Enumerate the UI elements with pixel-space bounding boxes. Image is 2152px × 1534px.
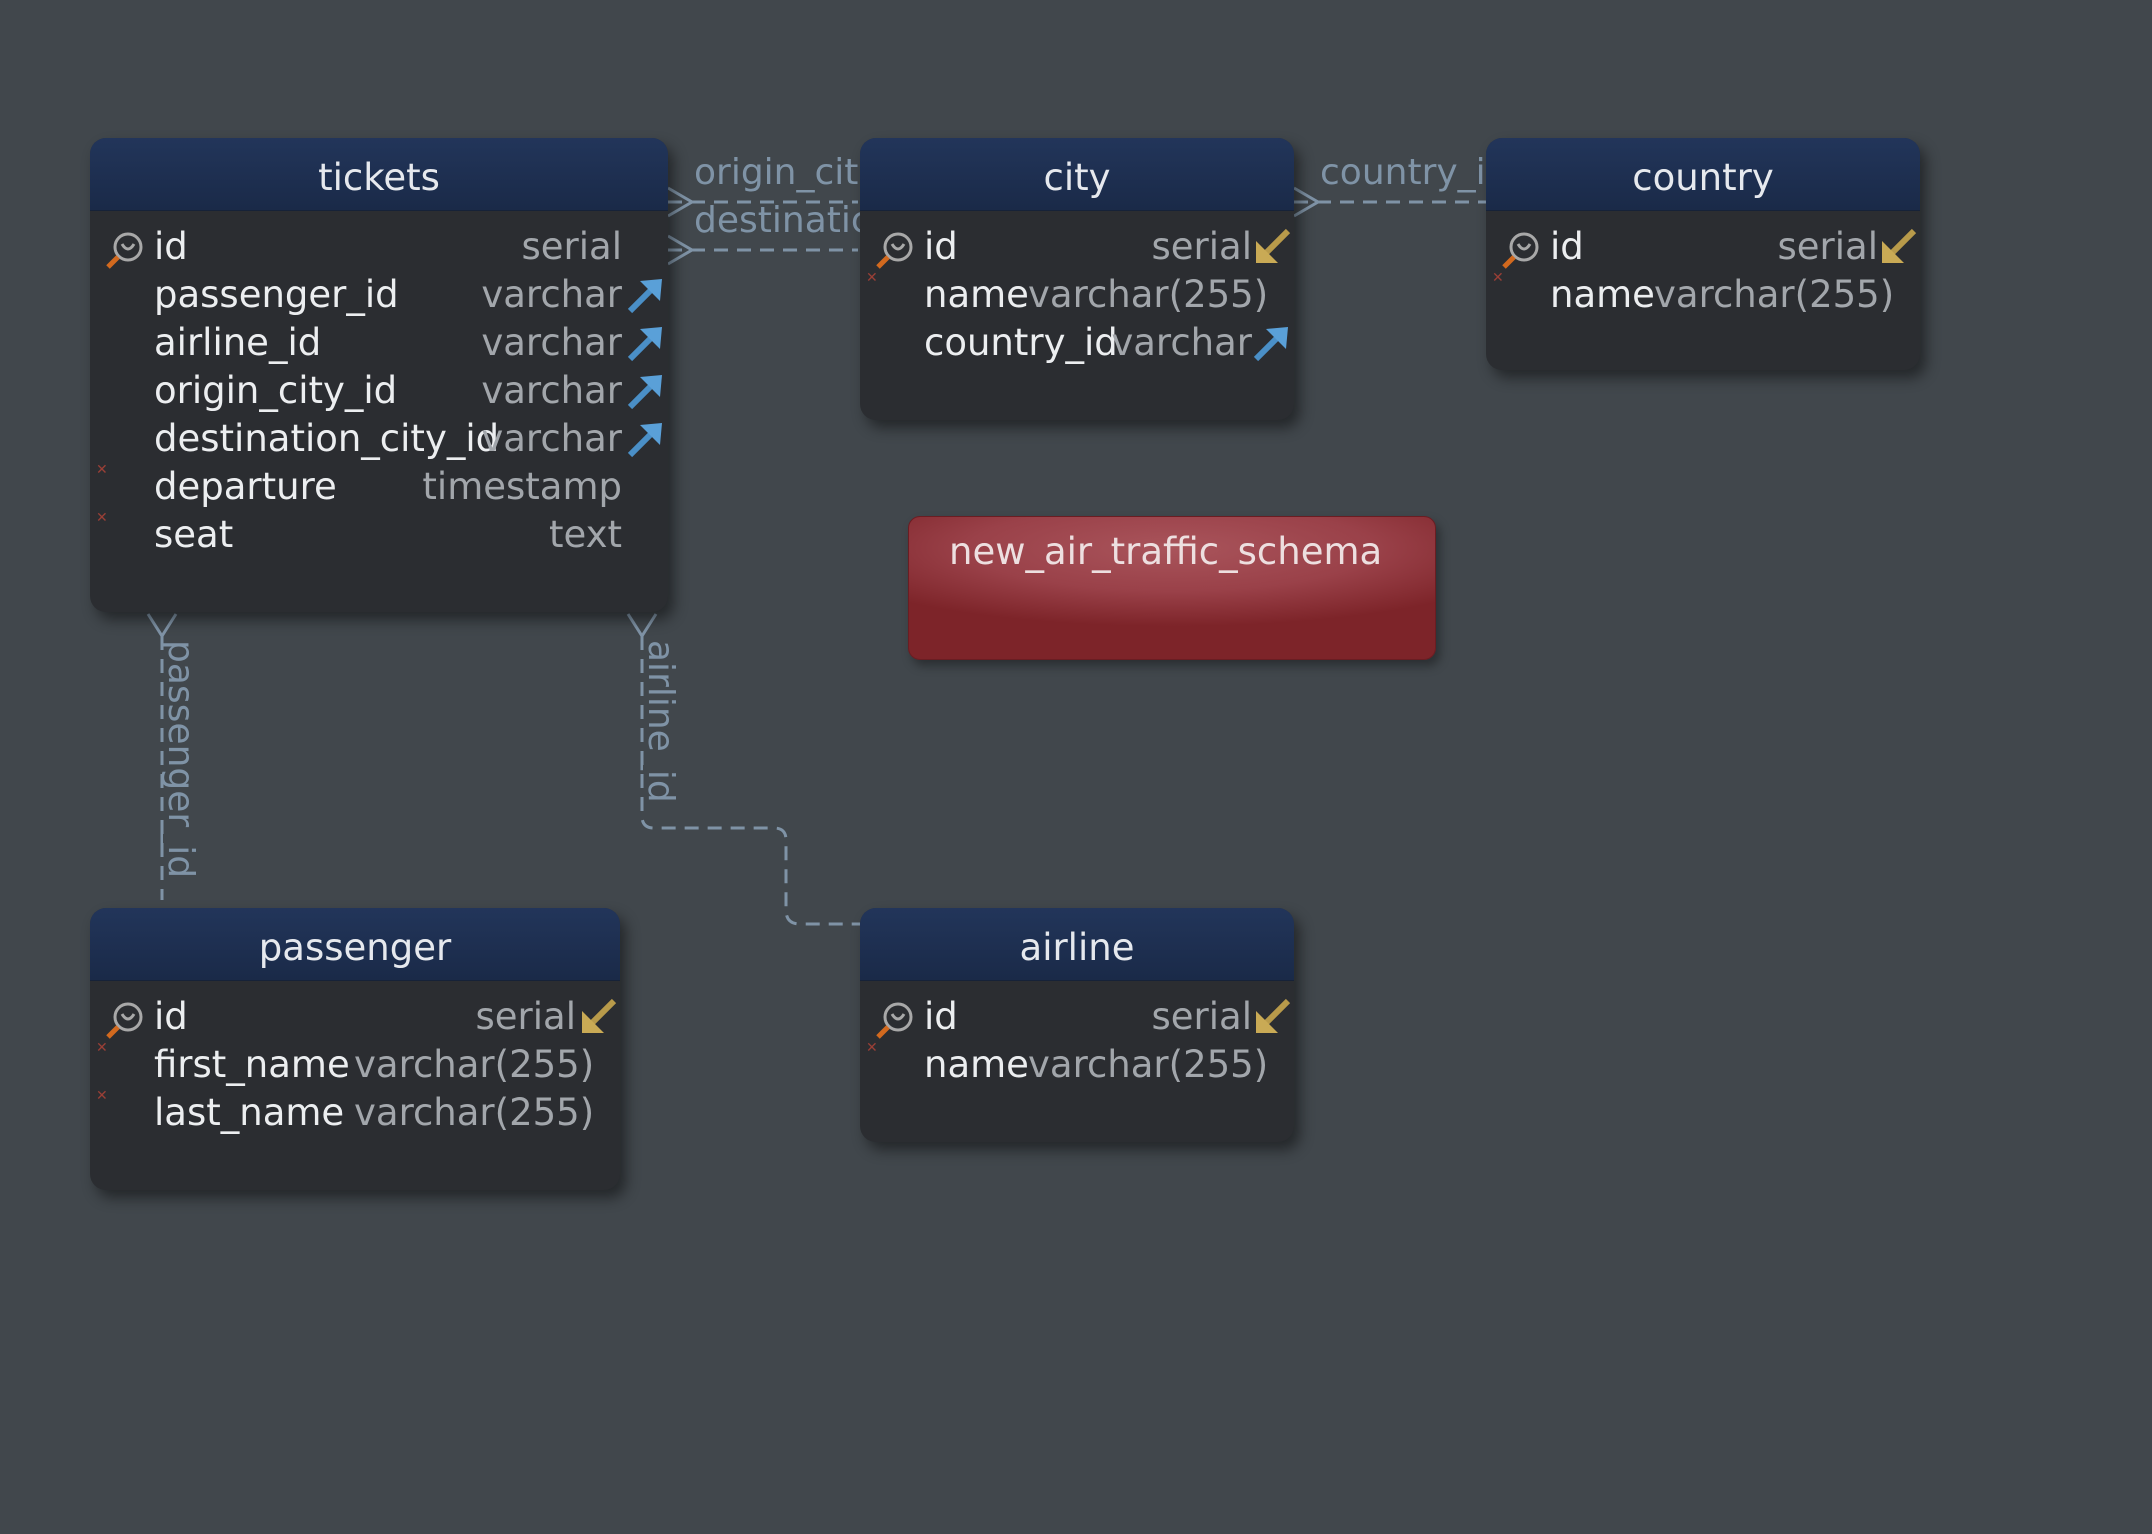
crowfoot-airline [626,613,658,639]
key-search-icon [104,999,148,1039]
arrow-up-right-icon [626,419,666,459]
column-type: varchar [1111,321,1252,364]
column-row-departure[interactable]: ✕ departure timestamp [90,463,668,511]
arrow-up-right-icon [626,275,666,315]
arrow-up-right-icon [626,371,666,411]
column-type: serial [1151,225,1253,268]
entity-passenger[interactable]: passenger id serial ✕ first_name varchar… [90,908,620,1190]
not-null-marker-icon: ✕ [1492,270,1504,286]
column-row-name[interactable]: ✕ name varchar(255) [860,1041,1294,1089]
column-row-passenger_id[interactable]: passenger_id varchar [90,271,668,319]
column-type: serial [521,225,623,268]
entity-title: passenger [90,908,620,981]
not-null-marker-icon: ✕ [96,510,108,526]
key-search-icon [104,229,148,269]
column-name: passenger_id [154,273,399,316]
column-name: first_name [154,1043,350,1086]
column-type: varchar [481,273,622,316]
column-row-destination_city_id[interactable]: destination_city_id varchar [90,415,668,463]
column-name: country_id [924,321,1118,364]
column-name: name [924,1043,1029,1086]
column-row-airline_id[interactable]: airline_id varchar [90,319,668,367]
column-row-id[interactable]: id serial [90,993,620,1041]
column-name: name [924,273,1029,316]
link-label-airline: airline_id [640,640,681,803]
column-name: departure [154,465,337,508]
column-row-id[interactable]: id serial [860,993,1294,1041]
column-row-country_id[interactable]: country_id varchar [860,319,1294,367]
column-row-origin_city_id[interactable]: origin_city_id varchar [90,367,668,415]
column-row-id[interactable]: id serial [1486,223,1920,271]
not-null-marker-icon: ✕ [96,462,108,478]
column-name: origin_city_id [154,369,398,412]
column-type: varchar [481,369,622,412]
column-type: varchar(255) [354,1091,595,1134]
column-type: text [548,513,622,556]
column-type: varchar [481,321,622,364]
arrow-down-left-icon [1252,997,1292,1037]
link-label-country: country_i [1320,152,1486,193]
crowfoot-country [1293,186,1321,218]
crowfoot-origin [667,186,695,218]
column-name: last_name [154,1091,345,1134]
column-name: name [1550,273,1655,316]
column-name: id [924,995,958,1038]
arrow-up-right-icon [1252,323,1292,363]
column-type: varchar(255) [1028,273,1269,316]
column-row-seat[interactable]: ✕ seat text [90,511,668,559]
column-name: id [154,225,188,268]
entity-tickets[interactable]: tickets id serial passenger_id varchar a… [90,138,668,612]
column-row-last_name[interactable]: ✕ last_name varchar(255) [90,1089,620,1137]
entity-city[interactable]: city id serial ✕ name varchar(255) count… [860,138,1294,420]
column-type: varchar [481,417,622,460]
column-row-name[interactable]: ✕ name varchar(255) [860,271,1294,319]
crowfoot-destination [667,234,695,266]
entity-title: tickets [90,138,668,211]
column-row-id[interactable]: id serial [90,223,668,271]
entity-airline[interactable]: airline id serial ✕ name varchar(255) [860,908,1294,1142]
column-name: id [1550,225,1584,268]
link-label-destination: destinatic [694,200,871,241]
column-name: id [154,995,188,1038]
entity-country[interactable]: country id serial ✕ name varchar(255) [1486,138,1920,370]
column-name: id [924,225,958,268]
not-null-marker-icon: ✕ [866,270,878,286]
column-name: seat [154,513,234,556]
column-type: serial [475,995,577,1038]
link-label-origin: origin_cit [694,152,859,193]
link-label-passenger: passenger_id [160,640,201,879]
column-name: airline_id [154,321,322,364]
column-name: destination_city_id [154,417,500,460]
not-null-marker-icon: ✕ [96,1088,108,1104]
column-row-first_name[interactable]: ✕ first_name varchar(255) [90,1041,620,1089]
entity-title: city [860,138,1294,211]
arrow-down-left-icon [578,997,618,1037]
schema-name-note[interactable]: new_air_traffic_schema [908,516,1436,660]
not-null-marker-icon: ✕ [866,1040,878,1056]
column-row-id[interactable]: id serial [860,223,1294,271]
entity-title: country [1486,138,1920,211]
column-type: varchar(255) [1654,273,1895,316]
column-type: serial [1777,225,1879,268]
column-type: timestamp [422,465,622,508]
arrow-down-left-icon [1252,227,1292,267]
entity-title: airline [860,908,1294,981]
key-search-icon [874,999,918,1039]
column-type: varchar(255) [1028,1043,1269,1086]
key-search-icon [1500,229,1544,269]
crowfoot-passenger [146,613,178,639]
arrow-up-right-icon [626,323,666,363]
column-type: serial [1151,995,1253,1038]
not-null-marker-icon: ✕ [96,1040,108,1056]
column-type: varchar(255) [354,1043,595,1086]
key-search-icon [874,229,918,269]
column-row-name[interactable]: ✕ name varchar(255) [1486,271,1920,319]
arrow-down-left-icon [1878,227,1918,267]
